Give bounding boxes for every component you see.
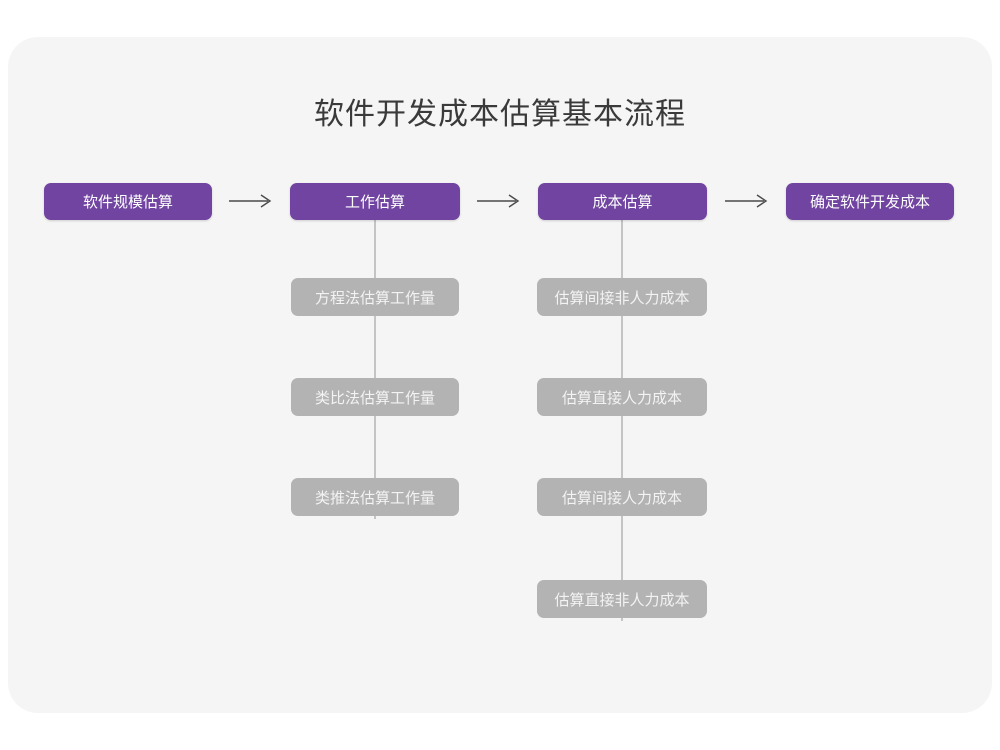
stage-node-label: 确定软件开发成本: [809, 194, 930, 211]
sub-node-equation-method-workload[interactable]: 方程法估算工作量: [291, 278, 459, 316]
stage-node-software-scale-estimation[interactable]: 软件规模估算: [44, 183, 212, 220]
sub-node-label: 估算直接非人力成本: [554, 591, 690, 609]
connector-line-stage-3: [621, 219, 623, 621]
sub-node-label: 估算间接非人力成本: [554, 289, 690, 307]
sub-node-analogy-method-workload[interactable]: 类比法估算工作量: [291, 378, 459, 416]
arrow-right-icon-2: [476, 189, 522, 213]
sub-node-analogical-method-workload[interactable]: 类推法估算工作量: [291, 478, 459, 516]
arrow-right-icon-1: [228, 189, 274, 213]
sub-node-direct-nonlabor-cost[interactable]: 估算直接非人力成本: [537, 580, 707, 618]
sub-node-indirect-labor-cost[interactable]: 估算间接人力成本: [537, 478, 707, 516]
stage-node-cost-estimation[interactable]: 成本估算: [538, 183, 707, 220]
sub-node-label: 方程法估算工作量: [314, 289, 435, 307]
stage-node-label: 成本估算: [592, 194, 653, 211]
arrow-right-icon-3: [724, 189, 770, 213]
sub-node-label: 类比法估算工作量: [314, 389, 435, 407]
sub-node-indirect-nonlabor-cost[interactable]: 估算间接非人力成本: [537, 278, 707, 316]
sub-node-direct-labor-cost[interactable]: 估算直接人力成本: [537, 378, 707, 416]
diagram-card: [8, 37, 992, 713]
sub-node-label: 类推法估算工作量: [314, 489, 435, 507]
stage-node-label: 软件规模估算: [82, 194, 173, 211]
page-title: 软件开发成本估算基本流程: [314, 98, 686, 131]
stage-node-label: 工作估算: [344, 194, 405, 211]
connector-line-stage-2: [374, 219, 376, 519]
stage-node-determine-development-cost[interactable]: 确定软件开发成本: [786, 183, 954, 220]
sub-node-label: 估算直接人力成本: [561, 389, 682, 407]
sub-node-label: 估算间接人力成本: [561, 489, 682, 507]
stage-node-work-estimation[interactable]: 工作估算: [290, 183, 460, 220]
